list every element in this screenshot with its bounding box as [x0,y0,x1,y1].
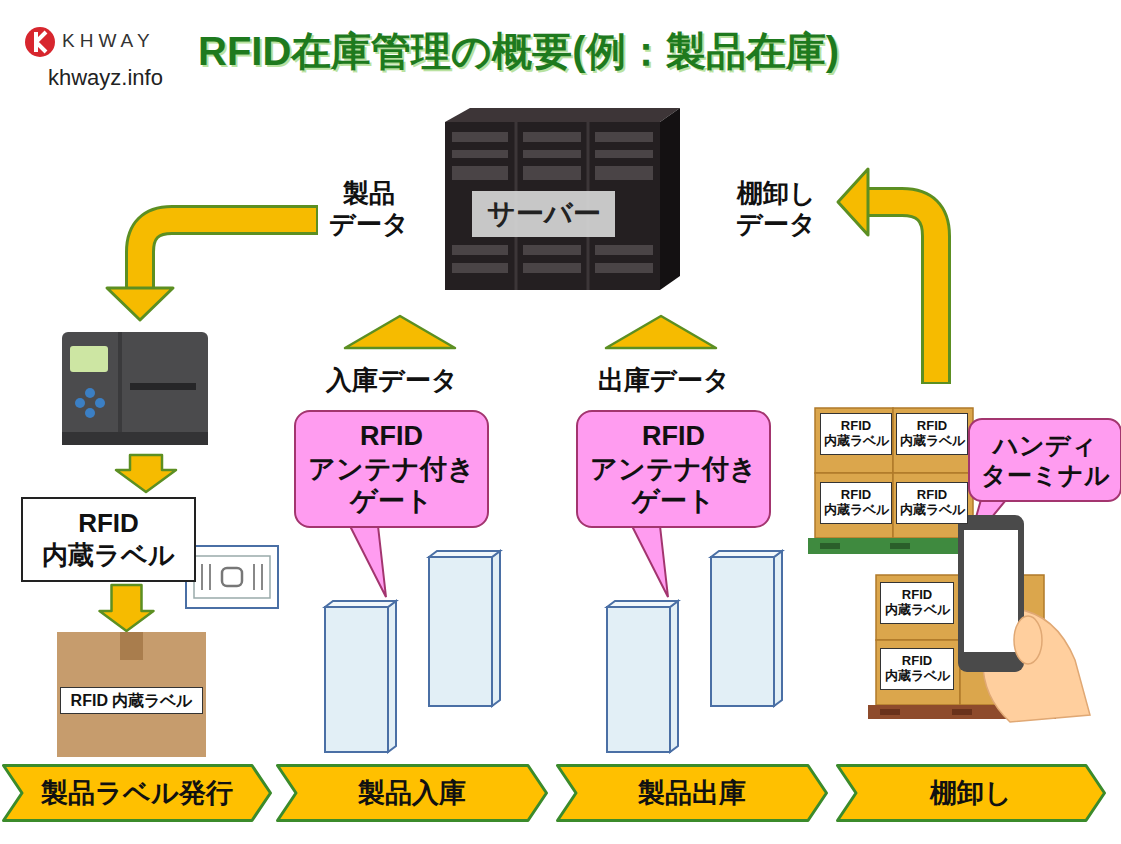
node-text: 製品入庫 [358,777,466,809]
node-text: 製品出庫 [638,777,746,809]
node-text: RFID 内蔵ラベル [881,588,953,618]
crate-label: RFID 内蔵ラベル [820,413,892,455]
rfid-label-box: RFID 内蔵ラベル [21,497,196,582]
process-step: 製品ラベル発行 [2,764,272,822]
node-text: 棚卸し [930,777,1012,809]
callout-bubble: RFID アンテナ付き ゲート [576,410,771,528]
label-printer [62,332,208,445]
server-illustration [445,108,680,290]
logo-icon [25,27,55,57]
node-text: RFID 内蔵ラベル [23,508,194,570]
process-step: 製品出庫 [556,764,828,822]
site-url: khwayz.info [48,65,200,91]
node-text: RFID 内蔵ラベル [897,419,967,449]
process-arrow [116,455,176,492]
node-text: ハンディ ターミナル [970,430,1120,490]
node-text: RFID アンテナ付き ゲート [578,420,769,517]
crate-label: RFID 内蔵ラベル [880,648,954,690]
node-text: サーバー [487,197,601,231]
product-box: RFID 内蔵ラベル [57,632,206,757]
process-step: 棚卸し [836,764,1106,822]
logo-text: KHWAY [62,30,202,53]
crate-label: RFID 内蔵ラベル [896,482,968,524]
node-text: 製品ラベル発行 [41,777,233,809]
process-arrow [100,585,154,631]
node-text: RFID 内蔵ラベル [881,654,953,684]
flow-label: 棚卸し データ [728,178,824,240]
crate-label: RFID 内蔵ラベル [820,482,892,524]
node-text: RFID 内蔵ラベル [897,488,967,518]
crate-label: RFID 内蔵ラベル [896,413,968,455]
rfid-tag [186,546,278,608]
callout-tail [632,526,668,597]
flow-label: 出庫データ [584,365,744,396]
server-box: サーバー [472,191,615,237]
flow-label: 入庫データ [312,365,472,396]
data-arrow [107,220,318,320]
rfid-gate [607,551,782,752]
flow-label: 製品 データ [326,178,412,240]
data-arrow [345,316,455,348]
node-text: RFID アンテナ付き ゲート [296,420,487,517]
page-title: RFID在庫管理の概要(例：製品在庫) [198,24,839,79]
callout-bubble: RFID アンテナ付き ゲート [294,410,489,528]
rfid-gate [325,551,500,752]
node-text: RFID 内蔵ラベル [821,488,891,518]
node-text: RFID 内蔵ラベル [60,687,204,714]
callout-bubble: ハンディ ターミナル [968,418,1121,502]
node-text: RFID 内蔵ラベル [821,419,891,449]
handy-terminal [958,515,1090,722]
data-arrow [838,169,936,384]
callout-tail [350,526,386,597]
crate-label: RFID 内蔵ラベル [880,582,954,624]
process-step: 製品入庫 [276,764,548,822]
data-arrow [606,316,716,348]
